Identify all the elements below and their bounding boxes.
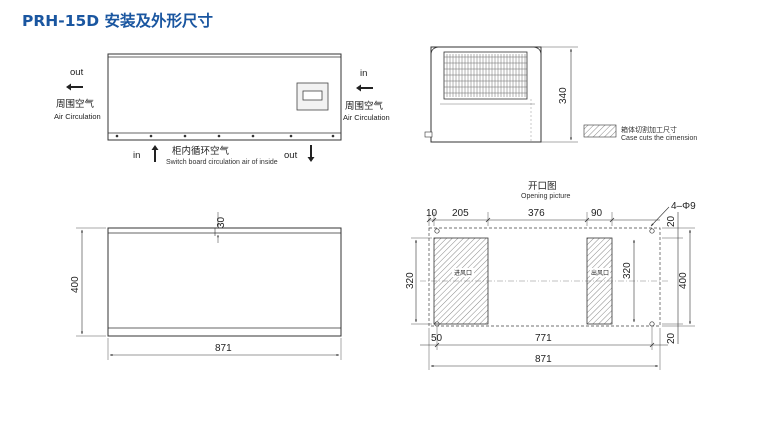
bottom-left-dim-50: 50 — [431, 333, 443, 344]
opening-outline — [428, 227, 661, 327]
top-dim-90: 90 — [591, 208, 603, 219]
opening-title-en: Opening picture — [521, 193, 571, 200]
bottom-mid-dim-771: 771 — [535, 333, 552, 344]
out-label-left: out — [70, 67, 84, 78]
arrow-left-icon — [356, 84, 373, 92]
page-title: PRH-15D 安装及外形尺寸 — [22, 12, 214, 30]
ambient-air-en-right: Air Circulation — [343, 113, 390, 122]
cabinet-air-en: Switch board circulation air of inside — [166, 159, 278, 166]
right-dim-400: 400 — [678, 272, 689, 289]
right-bottom-dim-20: 20 — [666, 332, 677, 344]
hole-spec: 4–Φ9 — [671, 201, 696, 212]
arrow-up-icon — [151, 145, 159, 162]
ambient-air-cn-left: 周围空气 — [56, 98, 95, 110]
inlet-cutout — [433, 237, 489, 325]
ambient-air-en-left: Air Circulation — [54, 112, 101, 121]
legend-cn: 箱体切割加工尺寸 — [621, 125, 677, 134]
in-label-bottom: in — [133, 150, 140, 161]
controller-display — [302, 90, 323, 101]
overall-width-dim-871: 871 — [535, 354, 552, 365]
bottom-view-body — [107, 227, 342, 337]
side-view: 340 箱体切割加工尺寸 Case cuts the cimension — [424, 46, 697, 143]
inner-dim-320: 320 — [622, 262, 633, 279]
right-top-dim-20: 20 — [666, 215, 677, 227]
arrow-left-icon — [66, 83, 83, 91]
top-dim-205: 205 — [452, 208, 469, 219]
outlet-label: 出风口 — [591, 269, 609, 277]
legend-hatch-swatch — [583, 124, 617, 138]
side-height-dim: 340 — [558, 87, 569, 104]
opening-view: 开口图 Opening picture 10 205 376 90 4–Φ9 进… — [405, 181, 696, 370]
side-view-grille — [443, 51, 528, 100]
arrow-down-icon — [307, 145, 315, 162]
opening-title-cn: 开口图 — [528, 181, 557, 192]
inlet-label: 进风口 — [454, 269, 472, 277]
front-view: out 周围空气 Air Circulation in 周围空气 Air Cir… — [54, 53, 390, 166]
legend-en: Case cuts the cimension — [621, 135, 697, 142]
outlet-cutout — [586, 237, 613, 325]
top-dim-10: 10 — [426, 208, 438, 219]
bottom-height-dim: 400 — [70, 276, 81, 293]
grille-slots — [444, 54, 527, 97]
left-dim-320: 320 — [405, 272, 416, 289]
side-view-top-outline — [430, 46, 542, 56]
out-label-bottom: out — [284, 150, 298, 161]
bottom-width-dim: 871 — [215, 343, 232, 354]
front-view-mount-dots — [115, 134, 335, 138]
bottom-top-dim: 30 — [216, 216, 227, 228]
bottom-view: 30 400 871 — [70, 212, 342, 360]
top-dim-376: 376 — [528, 208, 545, 219]
ambient-air-cn-right: 周围空气 — [345, 100, 384, 112]
mounting-holes — [434, 228, 655, 327]
in-label-right: in — [360, 68, 367, 79]
cabinet-air-cn: 柜内循环空气 — [172, 145, 230, 157]
